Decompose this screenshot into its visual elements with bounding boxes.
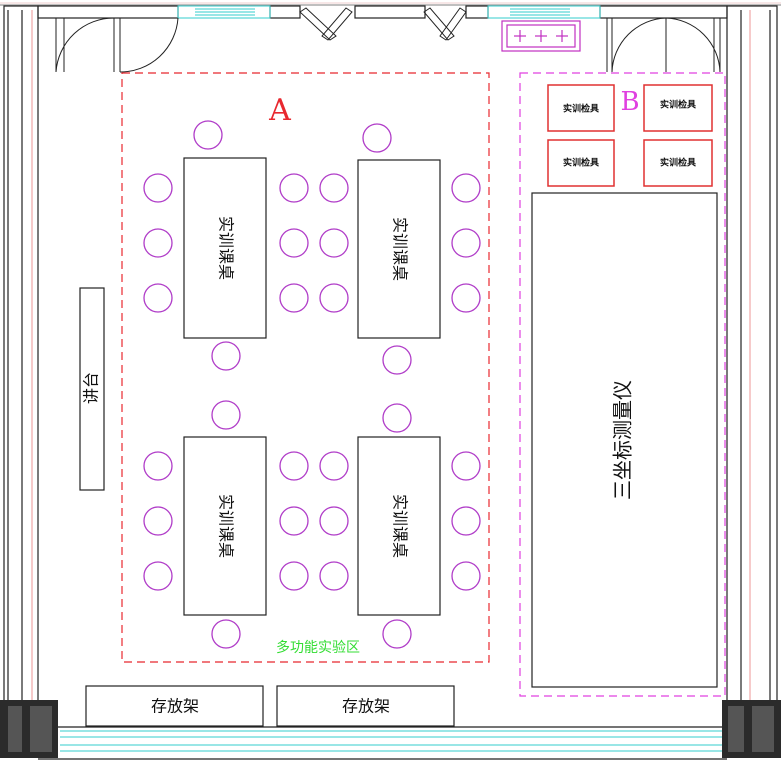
tool-box-label: 实训检具 [660,99,696,111]
chair [382,619,412,649]
chair [319,228,349,258]
chair [143,283,173,313]
top-window-right [487,5,601,19]
chair [382,345,412,375]
tool-box-3: 实训检具 [547,139,615,187]
zone-b-label: B [620,87,639,117]
chair [451,228,481,258]
chair [319,506,349,536]
tool-box-label: 实训检具 [563,157,599,169]
podium-label: 讲台 [82,372,101,404]
table-label: 实训课桌 [217,494,236,558]
chair [451,283,481,313]
tool-box-label: 实训检具 [563,103,599,115]
table-label: 实训课桌 [391,494,410,558]
chair [143,173,173,203]
zone-a-label: A [268,93,291,128]
tool-box-label: 实训检具 [660,157,696,169]
zone-a-boundary [121,72,490,663]
chair [319,561,349,591]
storage-label: 存放架 [342,697,390,716]
chair [279,173,309,203]
corner-column-right [722,700,781,758]
heater-icon [501,20,581,52]
chair [279,283,309,313]
chair [143,228,173,258]
door-left [55,17,179,73]
door-right [606,17,721,73]
tool-box-2: 实训检具 [643,84,713,132]
chair [279,228,309,258]
bottom-window [60,730,722,752]
chair [193,120,223,150]
chair [279,506,309,536]
chair [319,173,349,203]
training-table-4: 实训课桌 [357,436,441,616]
chair [451,451,481,481]
zone-a-name: 多功能实验区 [276,639,360,656]
chair [143,506,173,536]
table-label: 实训课桌 [391,217,410,281]
chair [382,403,412,433]
storage-rack-left: 存放架 [85,685,264,727]
chairs [143,120,481,649]
podium: 讲台 [79,287,105,491]
training-table-2: 实训课桌 [357,159,441,339]
training-table-1: 实训课桌 [183,157,267,339]
chair [451,506,481,536]
zone-b-boundary [519,72,726,697]
cmm-label: 三坐标测量仪 [611,380,635,500]
chair [211,400,241,430]
table-label: 实训课桌 [217,216,236,280]
storage-rack-right: 存放架 [276,685,455,727]
chair [143,561,173,591]
tool-box-1: 实训检具 [547,84,615,132]
chair [279,561,309,591]
training-table-3: 实训课桌 [183,436,267,616]
chair [319,451,349,481]
chair [143,451,173,481]
chair [451,173,481,203]
chair [451,561,481,591]
chair [362,123,392,153]
door-center [299,7,467,41]
tool-box-4: 实训检具 [643,139,713,187]
chair [279,451,309,481]
chair [211,341,241,371]
top-window-left [177,5,271,19]
corner-column-left [0,700,58,758]
chair [319,283,349,313]
chair [211,619,241,649]
storage-label: 存放架 [151,697,199,716]
cmm-instrument: 三坐标测量仪 [531,192,718,688]
